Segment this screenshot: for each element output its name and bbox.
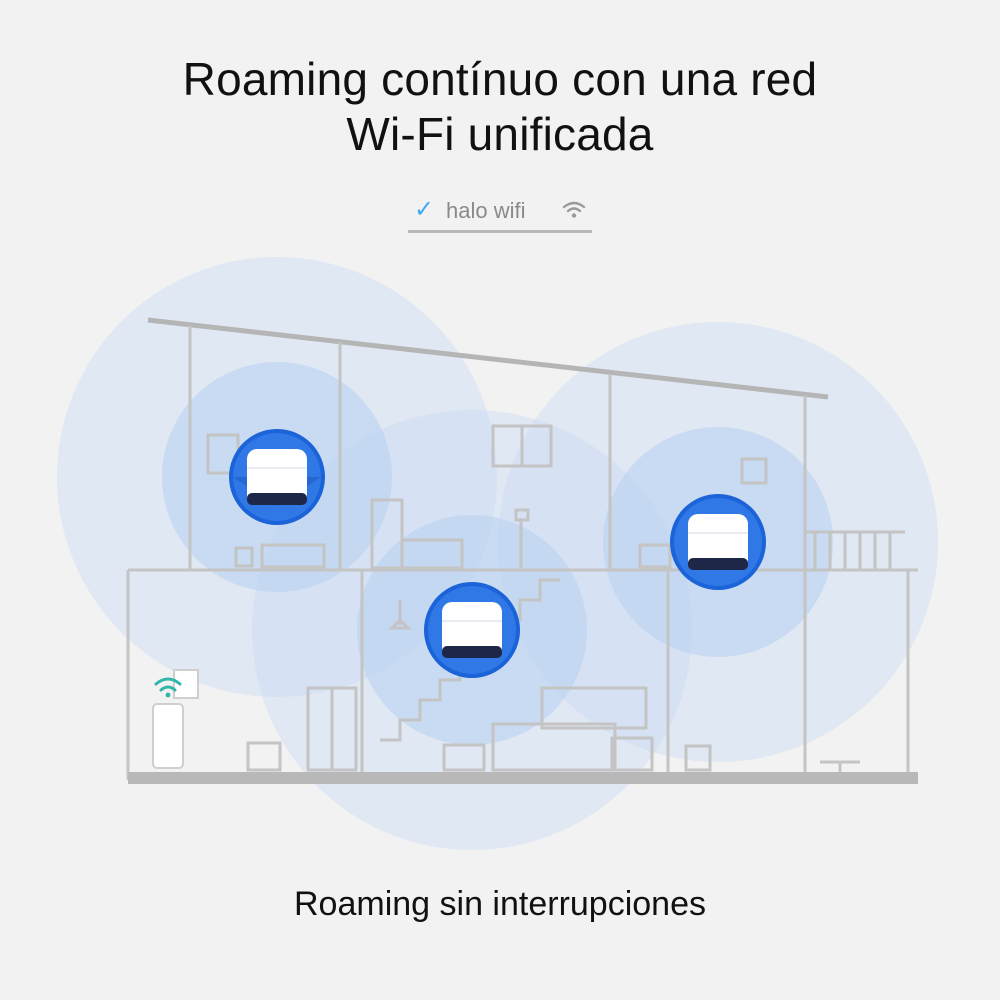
roof-line	[147, 317, 829, 400]
page-title: Roaming contínuo con una red Wi-Fi unifi…	[0, 52, 1000, 162]
house-outline	[126, 317, 918, 782]
title-line-2: Wi-Fi unificada	[346, 108, 654, 160]
title-line-1: Roaming contínuo con una red	[182, 53, 818, 105]
ground-bar	[128, 772, 918, 784]
mesh-unit-upper-right	[670, 494, 766, 590]
ssid-label: halo wifi	[446, 198, 526, 223]
wifi-signal-icon	[562, 201, 586, 218]
checkmark-icon: ✓	[414, 196, 435, 223]
mesh-unit-upper-left	[229, 429, 325, 525]
feature-caption: Roaming sin interrupciones	[294, 885, 706, 923]
network-ssid-row: ✓ halo wifi	[408, 194, 592, 233]
mesh-unit-middle	[424, 582, 520, 678]
modem-icon	[152, 669, 199, 769]
